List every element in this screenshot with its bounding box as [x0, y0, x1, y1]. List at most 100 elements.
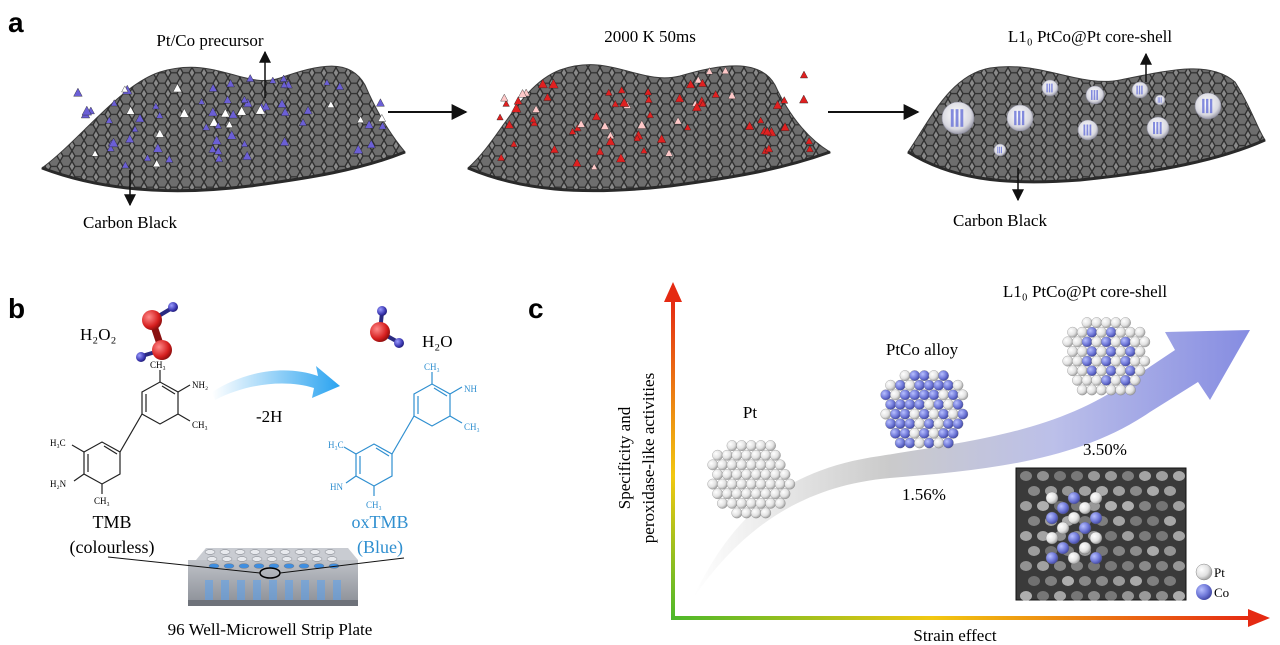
haadf-spot — [1079, 576, 1091, 586]
atom — [1081, 336, 1093, 348]
atom — [1076, 326, 1088, 338]
particle — [366, 139, 376, 149]
haadf-spot — [1147, 546, 1159, 556]
atom — [1081, 355, 1093, 367]
haadf-spot — [1139, 501, 1151, 511]
h2o2-label: H₂O₂ — [80, 325, 116, 344]
atom — [712, 469, 723, 480]
particle — [228, 109, 238, 119]
well-column — [237, 580, 245, 600]
well-column — [253, 580, 261, 600]
haadf-spot — [1147, 486, 1159, 496]
atom — [899, 370, 911, 381]
oxtmb-ch3-top: CH₃ — [424, 362, 440, 372]
particle — [576, 119, 586, 128]
particle — [255, 104, 266, 115]
haadf-spot — [1130, 546, 1142, 556]
core-stripe — [1014, 110, 1017, 126]
particle — [502, 99, 510, 107]
tmb-nh2-top: NH₂ — [192, 380, 208, 390]
atom — [1120, 374, 1131, 386]
atom — [712, 488, 723, 500]
particle — [572, 157, 582, 167]
atom — [952, 399, 964, 410]
atom — [765, 497, 776, 509]
haadf-spot — [1173, 501, 1185, 511]
atom — [784, 478, 796, 490]
atom — [1100, 317, 1112, 328]
atom — [717, 497, 728, 509]
atom — [1105, 346, 1117, 357]
well — [326, 556, 338, 562]
particle — [152, 102, 160, 110]
particle — [236, 106, 247, 116]
atom — [880, 408, 892, 420]
y-axis-label-line2: peroxidase-like activities — [639, 373, 658, 543]
particle — [640, 146, 648, 154]
atom — [938, 370, 949, 381]
particle — [615, 152, 626, 163]
well-column — [301, 580, 309, 600]
particle — [674, 93, 685, 103]
atom — [1115, 346, 1127, 357]
carbon-black-left-label: Carbon Black — [83, 213, 177, 232]
atom — [1086, 346, 1098, 357]
atom — [890, 408, 901, 420]
well — [249, 549, 261, 555]
haadf-spot — [1071, 471, 1083, 481]
legend-co-label: Co — [1214, 585, 1229, 600]
atom — [914, 399, 925, 410]
particle — [698, 78, 707, 87]
core-stripe — [1138, 85, 1141, 95]
atom — [942, 437, 954, 449]
pt-atom — [1067, 551, 1081, 565]
atom — [731, 507, 743, 519]
particle — [378, 121, 387, 130]
particle — [757, 116, 765, 124]
particle — [673, 116, 683, 125]
haadf-spot — [1020, 471, 1032, 481]
particle — [280, 107, 290, 116]
atom — [1129, 355, 1141, 367]
particle — [744, 121, 755, 130]
particle — [279, 136, 290, 146]
particle — [261, 101, 271, 111]
particle — [619, 97, 630, 107]
y-axis-arrowhead — [664, 282, 682, 302]
well — [324, 549, 336, 555]
tmb-ch3-bottom: CH₃ — [94, 496, 110, 506]
atom — [765, 478, 776, 490]
atom — [918, 389, 930, 401]
haadf-spot — [1122, 561, 1134, 571]
well — [253, 563, 265, 569]
particle — [269, 76, 277, 84]
particle — [691, 101, 702, 112]
particle — [223, 95, 232, 104]
oxtmb-sub-label: (Blue) — [357, 537, 403, 558]
atom — [1072, 374, 1083, 386]
particle — [225, 120, 234, 128]
well — [223, 563, 235, 569]
particle — [220, 108, 231, 118]
particle — [595, 146, 605, 156]
carbon-sheet-1 — [40, 65, 406, 193]
core-stripe — [1136, 85, 1138, 95]
particle — [633, 134, 641, 142]
atom — [938, 389, 949, 401]
particle — [121, 85, 129, 93]
well — [298, 563, 310, 569]
core-stripe — [960, 109, 964, 127]
atom — [726, 497, 738, 509]
core-shell-label-a: L1₀ PtCo@Pt core-shell — [1008, 27, 1172, 46]
well — [251, 556, 263, 562]
atom — [904, 379, 916, 391]
particle — [211, 135, 222, 145]
particle — [543, 92, 552, 101]
well — [281, 556, 293, 562]
particle — [165, 154, 174, 163]
particle — [214, 121, 222, 129]
tmb-sub-label: (colourless) — [70, 537, 155, 558]
pt-atom — [1078, 541, 1092, 555]
co-atom — [1078, 521, 1092, 535]
particle — [646, 110, 654, 119]
